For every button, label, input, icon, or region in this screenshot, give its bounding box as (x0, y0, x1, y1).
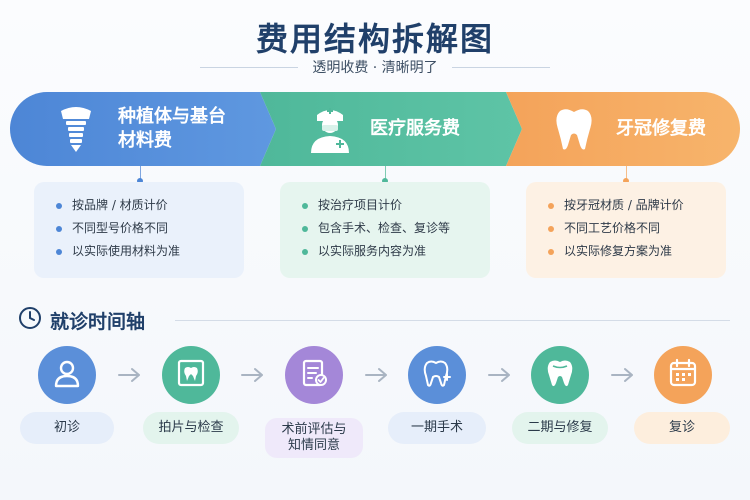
detail-card-service: 按治疗项目计价 包含手术、检查、复诊等 以实际服务内容为准 (280, 182, 490, 278)
step-label: 初诊 (20, 412, 114, 444)
list-item: 按牙冠材质 / 品牌计价 (548, 194, 726, 217)
list-item: 按治疗项目计价 (302, 194, 490, 217)
step-icon-follow-up (654, 346, 712, 404)
category-label: 牙冠修复费 (616, 118, 706, 139)
step-label: 二期与修复 (512, 412, 608, 444)
list-item: 不同型号价格不同 (56, 217, 244, 240)
arrow-right-icon (364, 366, 390, 388)
step-icon-evaluation (285, 346, 343, 404)
bullet-dot (302, 226, 308, 232)
arrow-right-icon (117, 366, 143, 388)
detail-card-implant: 按品牌 / 材质计价 不同型号价格不同 以实际使用材料为准 (34, 182, 244, 278)
subtitle-divider-right (451, 66, 551, 68)
connector-dot (382, 178, 388, 184)
step-label: 拍片与检查 (143, 412, 239, 444)
implant-icon (48, 101, 104, 157)
category-implant-materials: 种植体与基台 材料费 (10, 92, 276, 166)
page-subtitle: 透明收费 · 清晰明了 (312, 60, 438, 76)
bullet-dot (56, 226, 62, 232)
step-icon-first-visit (38, 346, 96, 404)
timeline-divider (175, 320, 730, 321)
connector-line (626, 166, 627, 180)
step-icon-phase-one (408, 346, 466, 404)
subtitle-divider-left (200, 66, 299, 68)
category-label: 种植体与基台 (118, 106, 226, 127)
tooth-icon (545, 357, 575, 393)
tooth-crown-icon (546, 101, 602, 157)
list-item: 按品牌 / 材质计价 (56, 194, 244, 217)
list-item: 以实际使用材料为准 (56, 240, 244, 263)
arrow-right-icon (240, 366, 266, 388)
list-item: 包含手术、检查、复诊等 (302, 217, 490, 240)
step-label: 术前评估与 知情同意 (265, 418, 363, 458)
step-label: 一期手术 (388, 412, 486, 444)
connector-dot (623, 178, 629, 184)
category-crown-restoration: 牙冠修复费 (506, 92, 740, 166)
calendar-icon (668, 358, 698, 392)
bullet-dot (548, 226, 554, 232)
bullet-dot (56, 203, 62, 209)
step-label-line2: 知情同意 (287, 438, 340, 453)
bullet-dot (56, 249, 62, 255)
detail-card-crown: 按牙冠材质 / 品牌计价 不同工艺价格不同 以实际修复方案为准 (526, 182, 726, 278)
step-icon-xray (162, 346, 220, 404)
step-icon-phase-two (531, 346, 589, 404)
timeline-heading: 就诊时间轴 (50, 310, 146, 333)
list-item: 以实际服务内容为准 (302, 240, 490, 263)
clock-icon (18, 306, 42, 334)
category-medical-service: 医疗服务费 (260, 92, 522, 166)
list-item: 不同工艺价格不同 (548, 217, 726, 240)
doctor-icon (302, 101, 358, 157)
step-label: 复诊 (634, 412, 730, 444)
connector-line (385, 166, 386, 180)
consent-form-icon (299, 358, 329, 392)
bullet-dot (302, 249, 308, 255)
connector-dot (137, 178, 143, 184)
arrow-right-icon (487, 366, 513, 388)
connector-line (140, 166, 141, 180)
list-item: 以实际修复方案为准 (548, 240, 726, 263)
xray-icon (176, 358, 206, 392)
timeline-header: 就诊时间轴 (18, 306, 145, 334)
page-title: 费用结构拆解图 (255, 20, 494, 58)
tooth-plus-icon (421, 357, 453, 393)
category-label-line2: 材料费 (118, 130, 172, 151)
subtitle-row: 透明收费 · 清晰明了 (200, 58, 551, 76)
person-icon (52, 358, 82, 392)
arrow-right-icon (610, 366, 636, 388)
bullet-dot (548, 249, 554, 255)
bullet-dot (548, 203, 554, 209)
step-label-line1: 术前评估与 (281, 422, 347, 437)
bullet-dot (302, 203, 308, 209)
category-label: 医疗服务费 (370, 118, 460, 139)
